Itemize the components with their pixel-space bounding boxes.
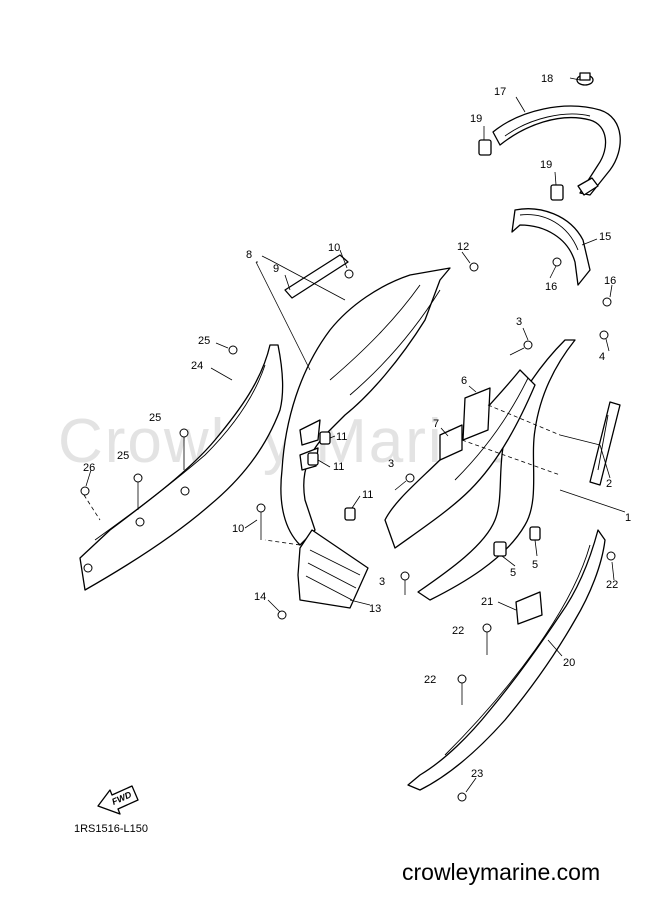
screw-part-25c: [133, 473, 143, 510]
clip-part-11c: [344, 507, 356, 521]
callout-26: 26: [83, 462, 95, 474]
clip-part-11b: [307, 452, 319, 466]
screw-part-26: [80, 486, 90, 496]
callout-11b: 11: [333, 461, 344, 473]
callout-19b: 19: [540, 159, 552, 171]
callout-4: 4: [599, 351, 605, 363]
callout-21: 21: [481, 596, 493, 608]
callout-13: 13: [369, 603, 381, 615]
clip-part-11a: [319, 431, 331, 445]
clip-part-19a: [478, 139, 492, 156]
screw-part-12: [469, 262, 479, 272]
screw-part-10a: [344, 269, 354, 279]
screw-part-4: [599, 330, 609, 340]
clip-part-5b: [529, 526, 541, 541]
grommet-part-18: [576, 72, 594, 86]
callout-3c: 3: [379, 576, 385, 588]
screw-part-3b: [394, 473, 415, 491]
screw-part-16b: [602, 297, 612, 307]
callout-23: 23: [471, 768, 483, 780]
callout-16b: 16: [604, 275, 616, 287]
callout-8: 8: [246, 249, 252, 261]
screw-part-10b: [256, 503, 266, 540]
grab-rail-part-17: [492, 105, 621, 196]
clip-part-19b: [550, 184, 564, 201]
alignment-lines: [83, 404, 561, 546]
screw-part-22c: [457, 674, 467, 705]
callout-12: 12: [457, 241, 469, 253]
callout-7: 7: [433, 418, 439, 430]
callout-22b: 22: [452, 625, 464, 637]
callout-25a: 25: [198, 335, 210, 347]
screw-part-16a: [552, 257, 562, 267]
callout-20: 20: [563, 657, 575, 669]
callout-3a: 3: [516, 316, 522, 328]
callout-6: 6: [461, 375, 467, 387]
screw-part-25b: [179, 428, 189, 470]
side-panel-part-24: [79, 344, 284, 591]
callout-5a: 5: [510, 567, 516, 579]
step-panel-part-20: [407, 529, 606, 791]
callout-5b: 5: [532, 559, 538, 571]
callout-labels: 18 17 19 19 15 16 16 12 8 9 10 11 11 11 …: [83, 73, 631, 780]
callout-25c: 25: [117, 450, 129, 462]
tail-cover-part-15: [511, 208, 591, 286]
screw-part-25a: [228, 345, 238, 355]
callout-22c: 22: [424, 674, 436, 686]
screw-part-22b: [482, 623, 492, 655]
emblem-part-9: [284, 254, 349, 299]
grille-part-13: [297, 529, 369, 609]
diagram-code: 1RS1516-L150: [74, 823, 148, 835]
callout-11a: 11: [336, 431, 347, 443]
callout-22a: 22: [606, 579, 618, 591]
callout-24: 24: [191, 360, 203, 372]
callout-14: 14: [254, 591, 266, 603]
callout-18: 18: [541, 73, 553, 85]
screw-part-14: [277, 610, 287, 620]
screw-part-23: [457, 792, 467, 802]
forward-arrow-icon: FWD: [97, 785, 139, 815]
callout-16a: 16: [545, 281, 557, 293]
callout-2: 2: [606, 478, 612, 490]
callout-10a: 10: [328, 242, 340, 254]
callout-10b: 10: [232, 523, 244, 535]
callout-1: 1: [625, 512, 631, 524]
callout-19a: 19: [470, 113, 482, 125]
screw-part-3a: [509, 340, 533, 356]
screw-part-3c: [400, 571, 410, 595]
callout-25b: 25: [149, 412, 161, 424]
callout-3b: 3: [388, 458, 394, 470]
leader-lines: [85, 77, 626, 793]
callout-15: 15: [599, 231, 611, 243]
pad-part-21: [515, 591, 543, 625]
clip-part-5a: [493, 541, 507, 557]
pad-part-6: [462, 387, 491, 441]
footer-url: crowleymarine.com: [402, 859, 600, 885]
callout-11c: 11: [362, 489, 373, 501]
callout-9: 9: [273, 263, 279, 275]
callout-17: 17: [494, 86, 506, 98]
decal-part-2: [589, 401, 621, 486]
screw-part-22a: [606, 551, 616, 561]
